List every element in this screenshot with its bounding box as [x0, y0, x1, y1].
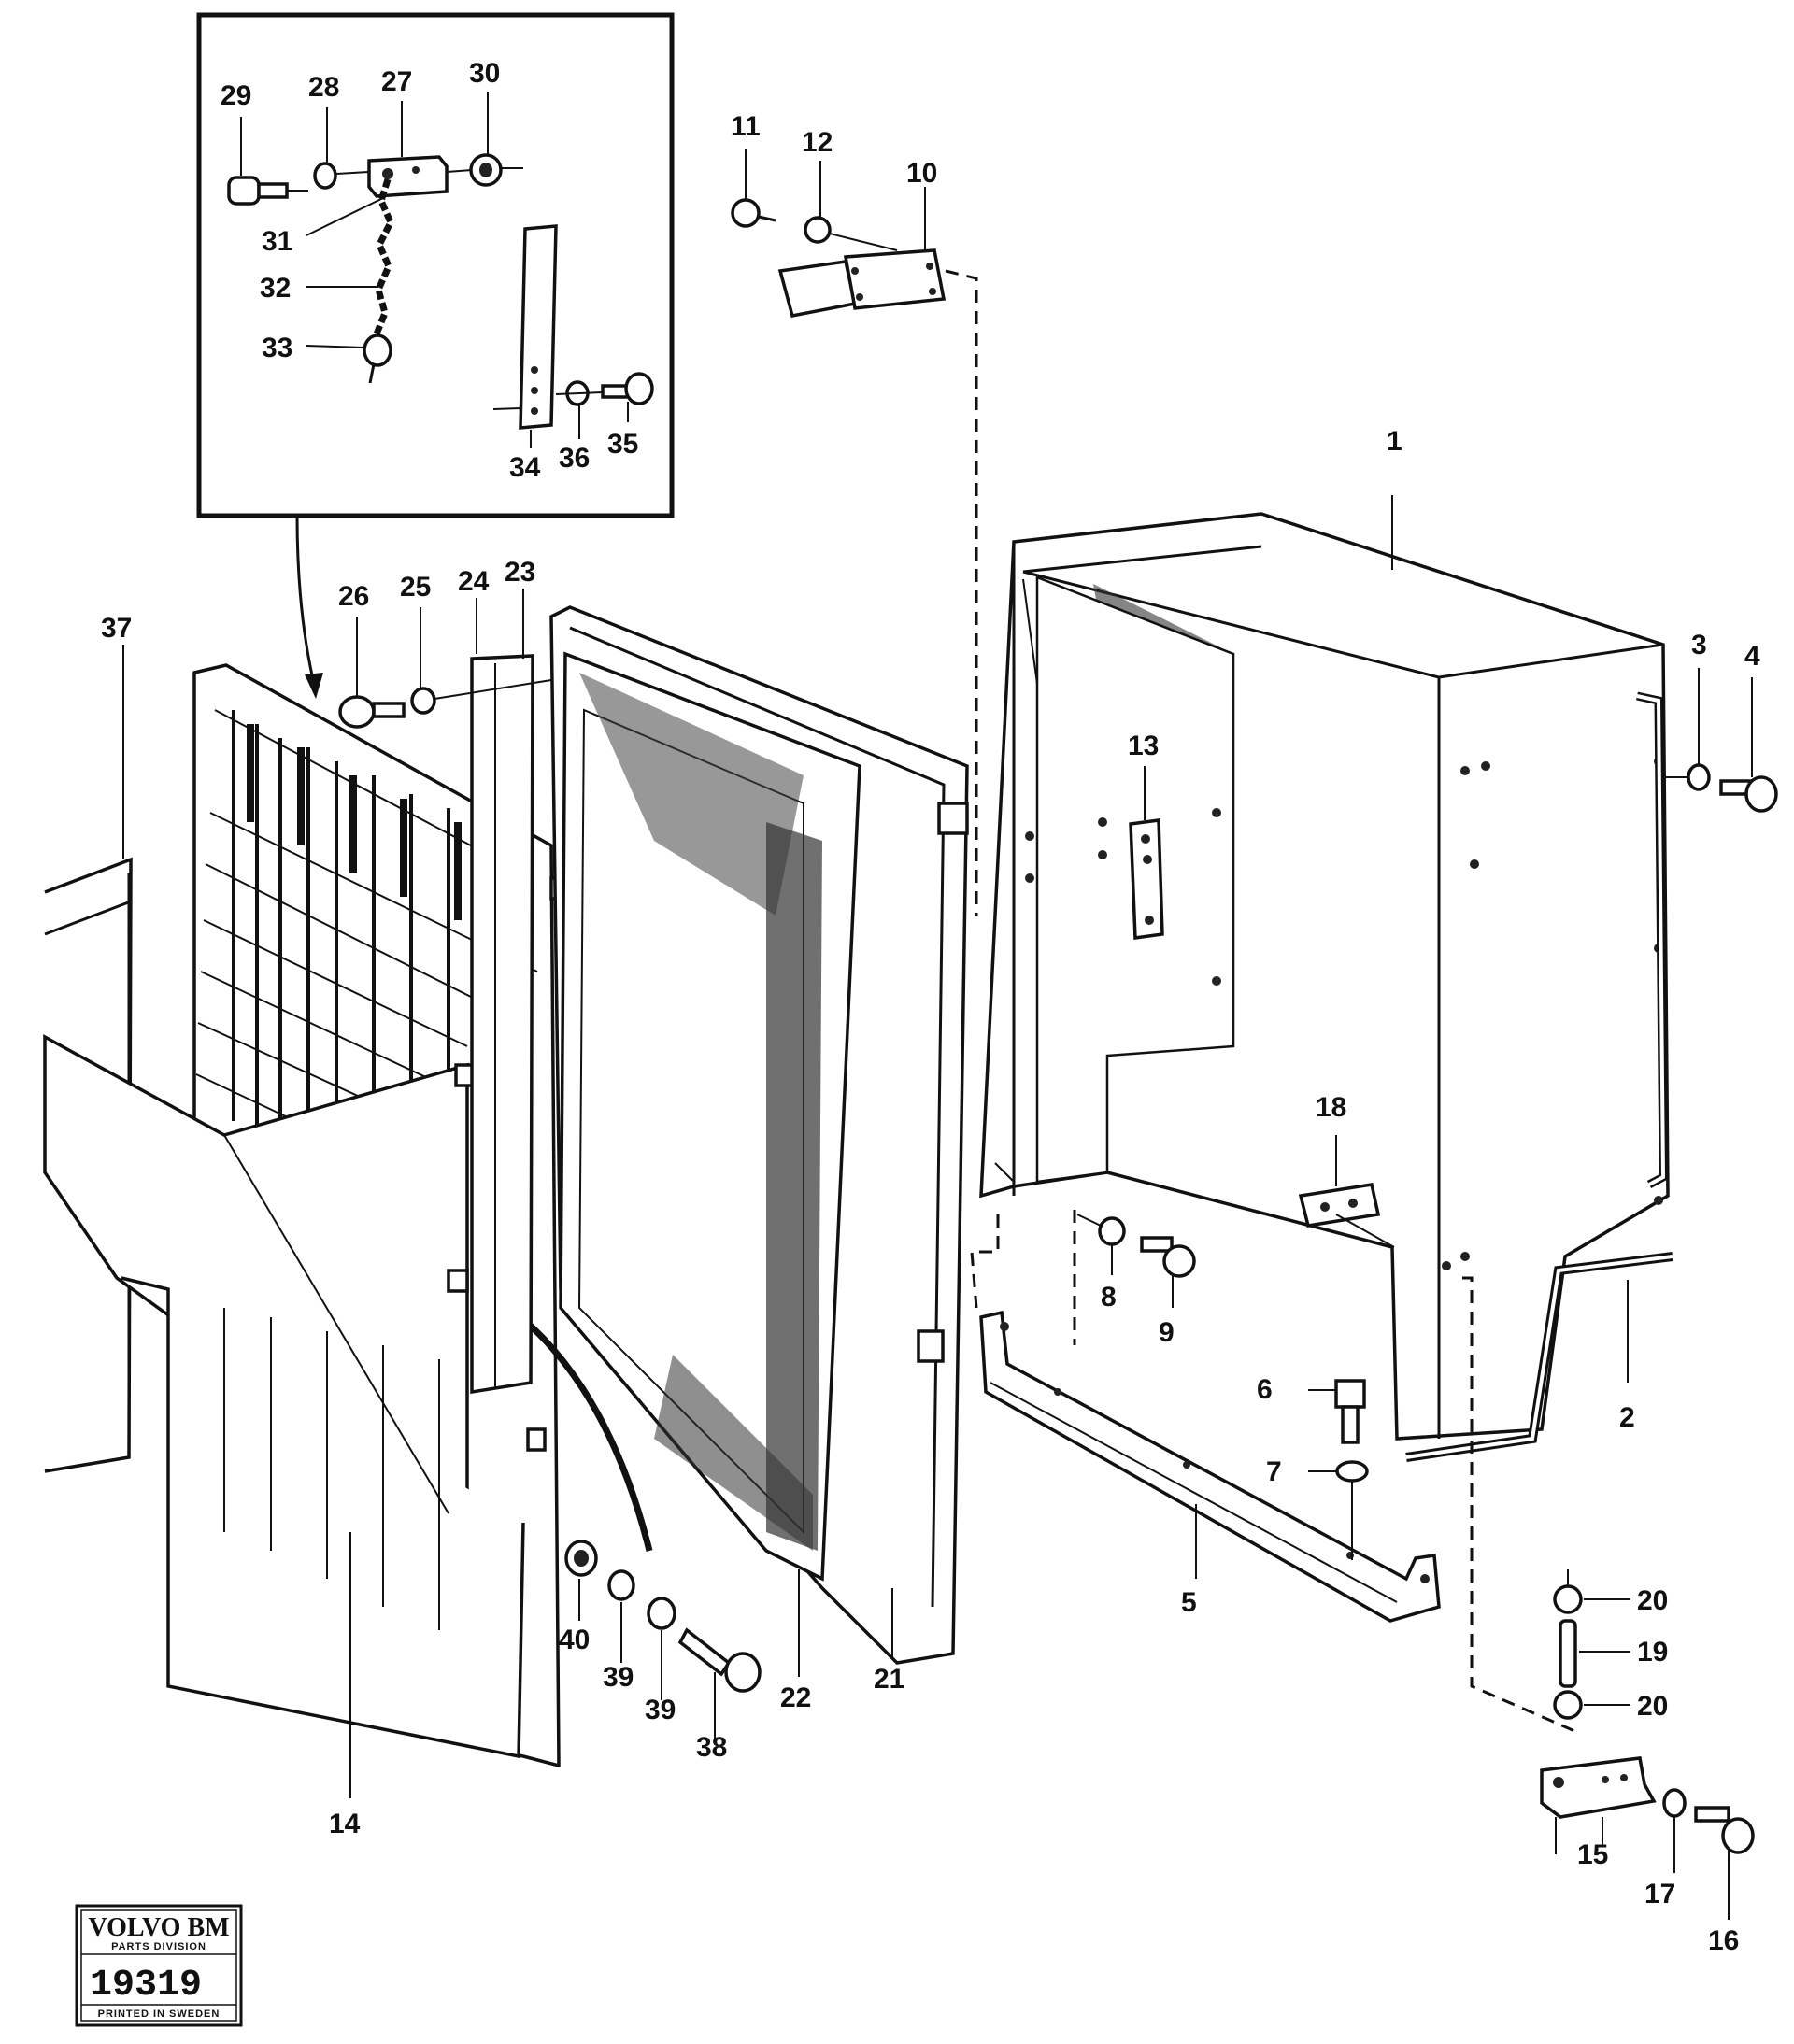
washer-28	[313, 162, 337, 190]
bracket-27	[367, 155, 448, 198]
callout-29: 29	[221, 80, 251, 111]
callout-18: 18	[1316, 1092, 1346, 1123]
bolt-9	[1140, 1236, 1196, 1278]
callout-11: 11	[731, 111, 761, 142]
bolt-29	[227, 176, 308, 206]
callout-38: 38	[696, 1732, 727, 1763]
callout-35: 35	[607, 429, 638, 460]
callout-8: 8	[1101, 1282, 1117, 1313]
callout-37: 37	[101, 613, 132, 644]
callout-12: 12	[802, 127, 833, 158]
callout-30: 30	[469, 58, 500, 89]
callout-14: 14	[329, 1809, 361, 1839]
callouts: 1 2 3 4 5 6 7 8 9 10 11 12 13 14 15 16 1…	[101, 58, 1760, 1956]
chain-32	[372, 177, 394, 362]
callout-9: 9	[1159, 1317, 1175, 1348]
nut-20-top	[1553, 1584, 1583, 1614]
radiator-core-22	[559, 651, 861, 1582]
callout-19: 19	[1637, 1637, 1668, 1668]
washer-25	[410, 687, 436, 715]
rail-5	[979, 1310, 1441, 1623]
detail-inset	[196, 12, 675, 518]
callout-22: 22	[780, 1682, 811, 1713]
inset-arrow	[295, 515, 318, 692]
bolt-26	[338, 695, 406, 729]
callout-33: 33	[262, 333, 292, 363]
seal-24	[470, 654, 534, 1395]
nut-20-bottom	[1553, 1690, 1583, 1720]
strap-34	[492, 224, 558, 430]
washer-8	[1098, 1216, 1126, 1246]
ring-33	[363, 334, 392, 384]
screw-35	[555, 372, 654, 405]
callout-6: 6	[1257, 1374, 1273, 1405]
skirt-14	[43, 1034, 525, 1759]
callout-15: 15	[1577, 1839, 1608, 1870]
latch-10	[777, 248, 947, 319]
callout-26: 26	[338, 581, 369, 612]
washer-17	[1662, 1788, 1687, 1818]
callout-10: 10	[906, 158, 937, 189]
stamp-brand: VOLVO BM	[88, 1913, 229, 1942]
callout-36: 36	[559, 443, 590, 474]
callout-3: 3	[1691, 630, 1707, 660]
callout-20-bottom: 20	[1637, 1691, 1668, 1722]
callout-27: 27	[381, 66, 412, 97]
washer-39-a	[607, 1569, 635, 1601]
callout-28: 28	[308, 72, 339, 103]
bracket-13	[1129, 766, 1164, 940]
callout-13: 13	[1128, 731, 1159, 761]
callout-16: 16	[1708, 1925, 1739, 1956]
bolt-38	[677, 1627, 762, 1693]
callout-20-top: 20	[1637, 1585, 1668, 1616]
callout-32: 32	[260, 273, 291, 304]
callout-31: 31	[262, 226, 292, 257]
callout-34: 34	[509, 452, 541, 483]
rod-2	[1405, 691, 1673, 1462]
callout-40: 40	[559, 1625, 590, 1655]
callout-1: 1	[1387, 426, 1402, 457]
bracket-18	[1298, 1135, 1395, 1248]
callout-17: 17	[1644, 1879, 1675, 1909]
hinge-block-15	[1540, 1756, 1657, 1854]
screw-4	[1719, 775, 1778, 813]
callout-4: 4	[1744, 641, 1760, 672]
bolt-11	[731, 198, 776, 228]
callout-25: 25	[400, 572, 431, 603]
callout-39-b: 39	[645, 1695, 676, 1725]
callout-39-a: 39	[603, 1662, 634, 1693]
bolt-16	[1694, 1806, 1755, 1854]
washer-3	[1687, 763, 1711, 791]
housing-1	[979, 512, 1670, 1441]
washer-39-b	[647, 1597, 676, 1630]
stamp-number: 19319	[90, 1965, 202, 2007]
volvo-bm-stamp: VOLVO BM PARTS DIVISION 19319 PRINTED IN…	[75, 1904, 243, 2027]
callout-2: 2	[1619, 1402, 1635, 1433]
callout-5: 5	[1181, 1587, 1197, 1618]
bolt-6	[1334, 1379, 1366, 1444]
washer-12	[804, 216, 832, 244]
cable	[506, 1305, 653, 1552]
stamp-division: PARTS DIVISION	[111, 1941, 206, 1952]
callout-21: 21	[874, 1664, 904, 1695]
stamp-footer: PRINTED IN SWEDEN	[98, 2009, 221, 2020]
callout-7: 7	[1266, 1456, 1282, 1487]
callout-23: 23	[505, 557, 535, 588]
pin-19	[1559, 1619, 1577, 1688]
washer-7	[1335, 1460, 1369, 1483]
nut-30	[469, 153, 503, 187]
nut-40	[564, 1540, 598, 1577]
callout-24: 24	[458, 566, 490, 597]
